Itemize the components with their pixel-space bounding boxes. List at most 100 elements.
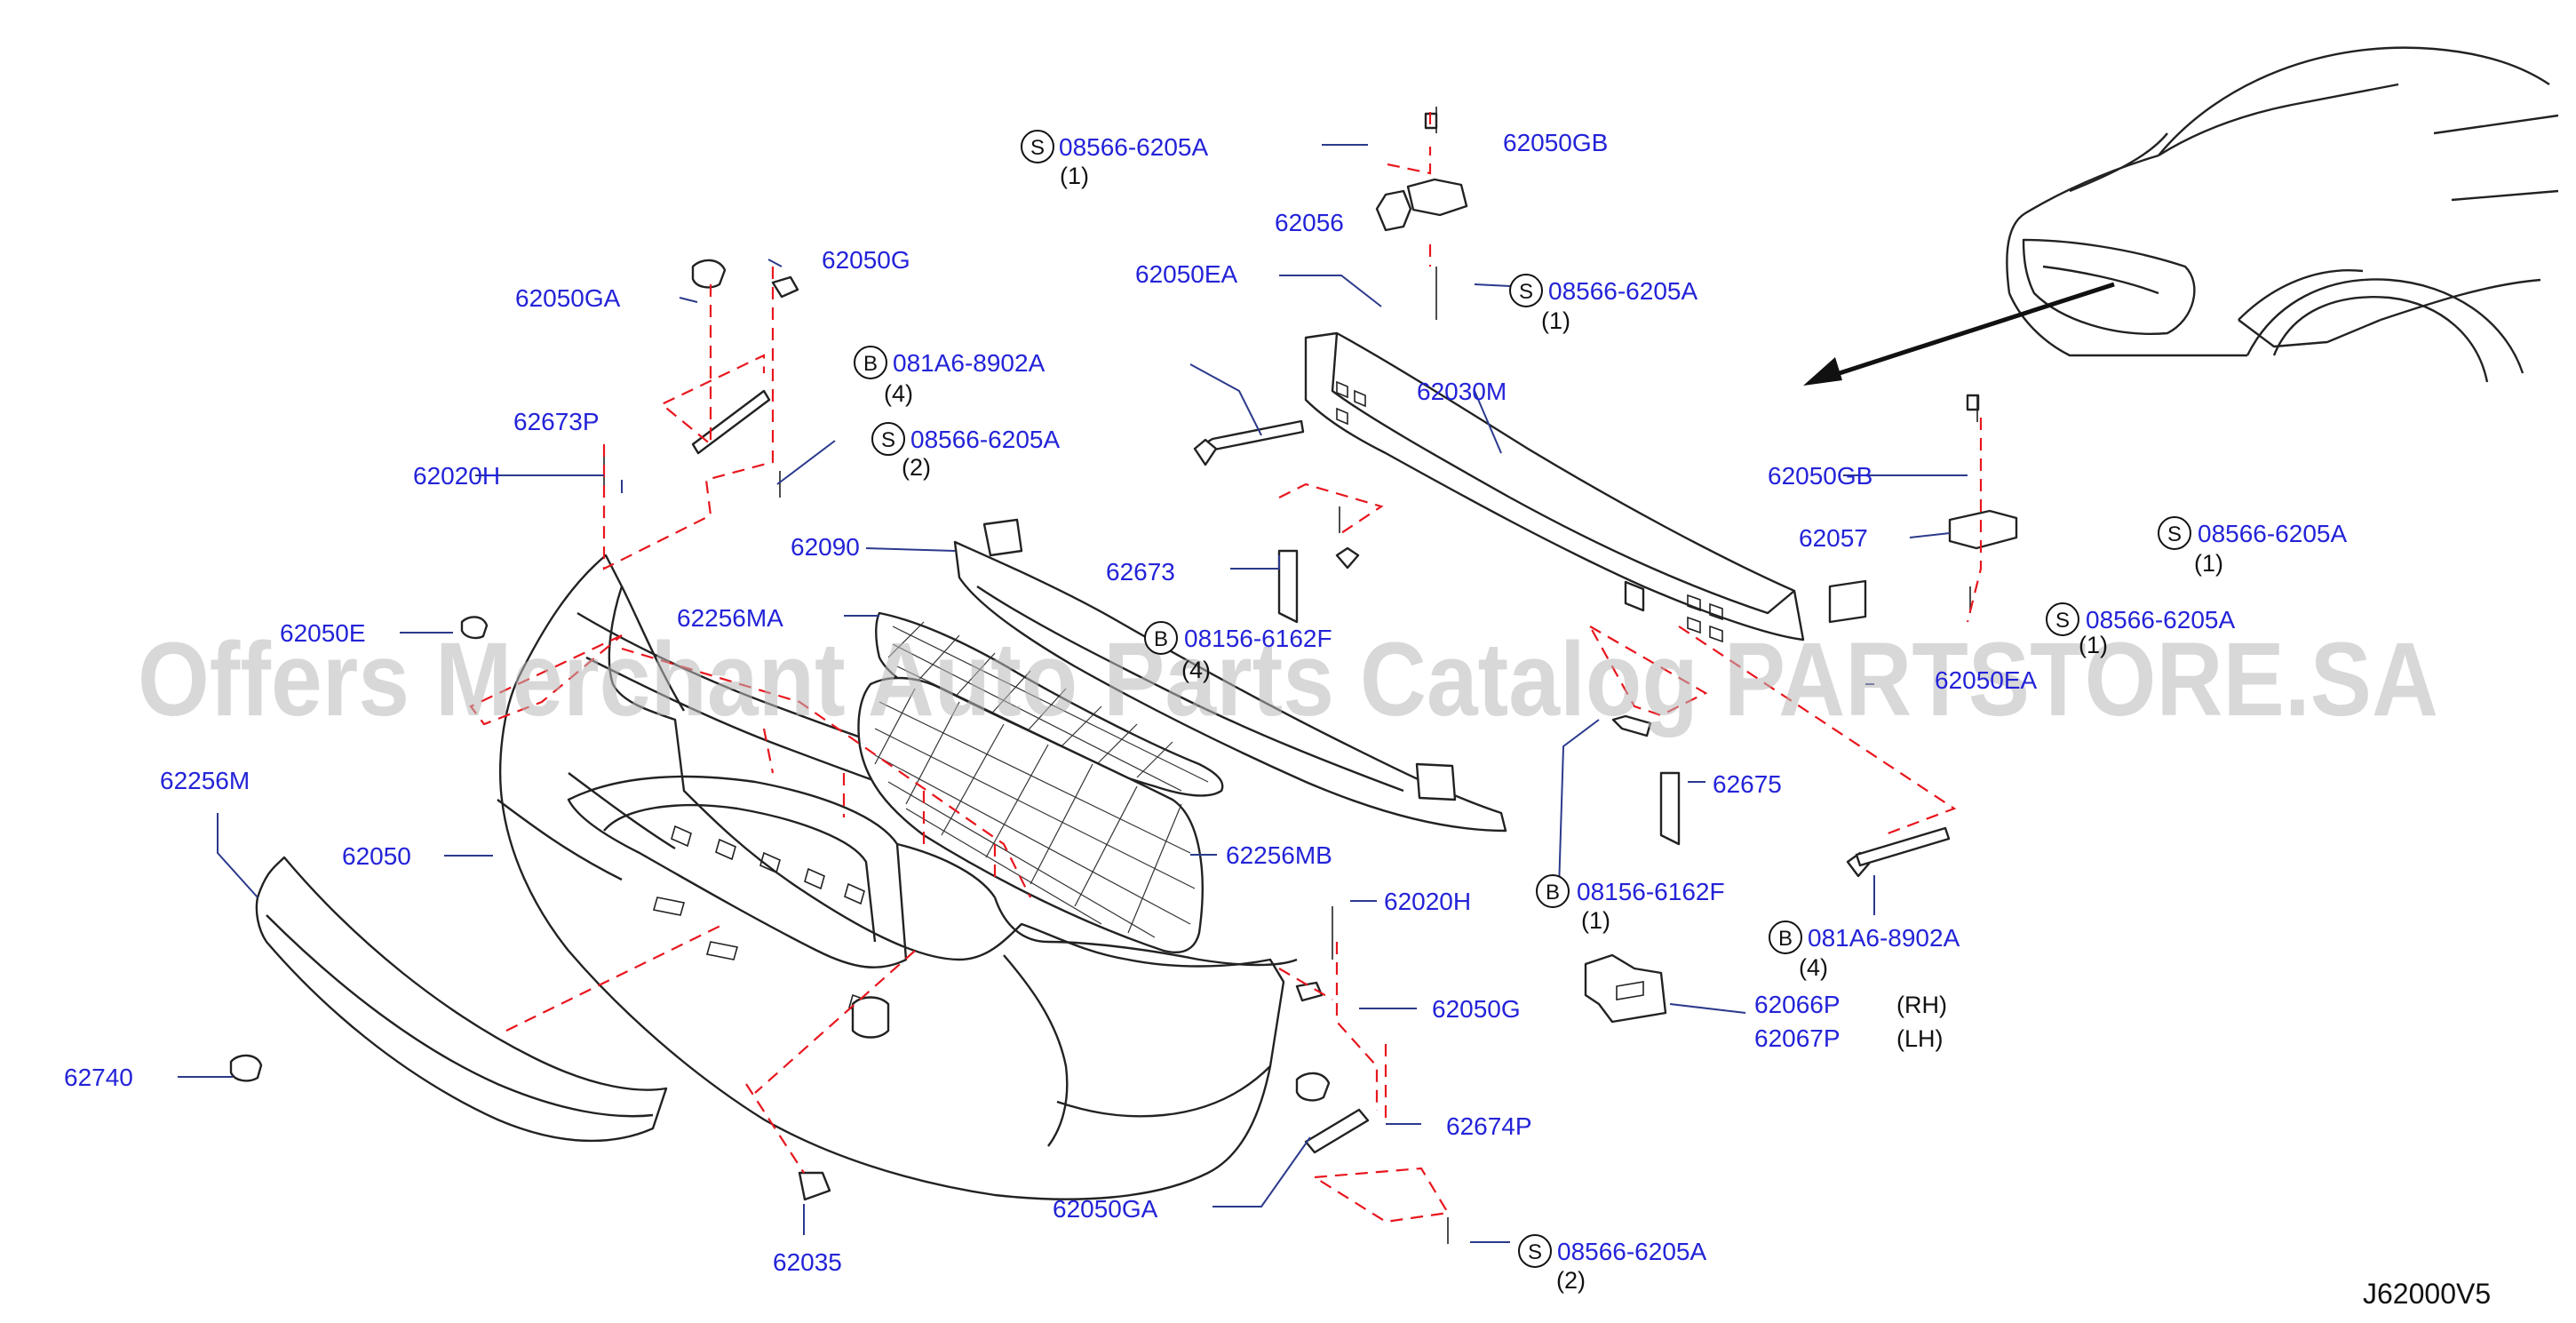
quantity: (1) xyxy=(1060,163,1089,189)
callout-p7[interactable]: 62673P xyxy=(513,408,600,435)
callout-p19[interactable]: 62256MB xyxy=(1226,841,1332,869)
part-number: 62050GA xyxy=(515,284,621,312)
symbol-label: S xyxy=(1528,1240,1542,1264)
part-number: 62067P xyxy=(1754,1024,1841,1052)
part-number: 08566-6205A xyxy=(1548,277,1697,305)
callout-p16[interactable]: 62675 xyxy=(1713,770,1782,798)
callout-p20[interactable]: 62020H xyxy=(1384,888,1471,915)
callout-s4[interactable]: S 08566-6205A (1) xyxy=(2158,516,2347,577)
part-number: 62050 xyxy=(342,842,411,870)
part-number: 62035 xyxy=(773,1248,842,1276)
part-number: 62050G xyxy=(1432,995,1521,1023)
callout-p8[interactable]: 62020H xyxy=(413,462,500,490)
bumper-reinforcement-shape xyxy=(1304,331,1805,643)
part-number: 62673P xyxy=(513,408,600,435)
bolt-symbol xyxy=(1144,621,1178,655)
callout-p22[interactable]: 62067P (LH) xyxy=(1754,1024,1944,1052)
side-bracket-shape xyxy=(1584,953,1667,1024)
callout-p11[interactable]: 62050E xyxy=(280,619,366,647)
callout-p24[interactable]: 62740 xyxy=(64,1064,133,1091)
part-number: 62050GB xyxy=(1503,129,1608,156)
part-number: 62057 xyxy=(1799,524,1868,552)
quantity: (1) xyxy=(1581,907,1610,934)
lower-lip-spoiler-shape xyxy=(255,856,668,1143)
callout-p15[interactable]: 62050EA xyxy=(1935,666,2038,694)
symbol-label: S xyxy=(1030,136,1045,160)
callout-b4[interactable]: B 081A6-8902A (4) xyxy=(1769,921,1960,981)
part-number: 62050G xyxy=(822,246,910,274)
part-number: 62050EA xyxy=(1135,260,1238,288)
callout-p6[interactable]: 62030M xyxy=(1417,378,1507,405)
part-number: 08156-6162F xyxy=(1577,878,1725,905)
standard-part-symbol xyxy=(2046,602,2079,636)
part-number: 08566-6205A xyxy=(910,426,1060,453)
part-number: 08566-6205A xyxy=(2198,520,2347,547)
quantity: (1) xyxy=(2194,550,2223,577)
callout-p1[interactable]: 62050GB xyxy=(1503,129,1608,156)
callout-s6[interactable]: S 08566-6205A (2) xyxy=(1518,1234,1706,1294)
part-number: 62020H xyxy=(1384,888,1471,915)
callout-p3[interactable]: 62050EA xyxy=(1135,260,1238,288)
callout-p26[interactable]: 62050GA xyxy=(1053,1195,1158,1223)
lower-grille-shape xyxy=(857,676,1204,953)
part-number: 62030M xyxy=(1417,378,1507,405)
callout-p21[interactable]: 62066P (RH) xyxy=(1754,991,1947,1018)
part-number: 62056 xyxy=(1275,209,1344,236)
callout-p25[interactable]: 62674P xyxy=(1446,1112,1532,1140)
quantity: (1) xyxy=(1541,307,1570,334)
callout-p23[interactable]: 62050G xyxy=(1432,995,1521,1023)
callout-p10[interactable]: 62673 xyxy=(1106,558,1175,586)
vehicle-location-illustration xyxy=(2006,46,2559,383)
standard-part-symbol xyxy=(1509,274,1543,307)
bumper-cover-shape xyxy=(497,554,1298,1200)
quantity: (4) xyxy=(1181,657,1211,683)
quantity: (2) xyxy=(902,454,931,481)
symbol-label: B xyxy=(1546,881,1560,905)
bolt-symbol xyxy=(1536,874,1570,908)
callout-p17[interactable]: 62256M xyxy=(160,767,250,794)
part-number: 62050E xyxy=(280,619,366,647)
part-number: 62740 xyxy=(64,1064,133,1091)
callout-b2[interactable]: B 08156-6162F (4) xyxy=(1144,621,1332,683)
callout-b3[interactable]: B 08156-6162F (1) xyxy=(1536,874,1725,934)
callout-s3[interactable]: S 08566-6205A (2) xyxy=(871,422,1060,481)
side-designation: (LH) xyxy=(1896,1025,1944,1052)
bolt-symbol xyxy=(1769,921,1802,954)
part-number: 62256MB xyxy=(1226,841,1332,869)
callout-p12[interactable]: 62256MA xyxy=(677,604,783,632)
part-number: 62050GA xyxy=(1053,1195,1158,1223)
energy-absorber-shape xyxy=(953,518,1507,833)
callout-p27[interactable]: 62035 xyxy=(773,1248,842,1276)
callout-p18[interactable]: 62050 xyxy=(342,842,411,870)
callout-s2[interactable]: S 08566-6205A (1) xyxy=(1509,274,1697,334)
part-number: 62674P xyxy=(1446,1112,1532,1140)
part-number: 62256M xyxy=(160,767,250,794)
quantity: (1) xyxy=(2079,632,2108,658)
part-number: 62050GB xyxy=(1768,462,1872,490)
callout-p13[interactable]: 62050GB xyxy=(1768,462,1872,490)
part-number: 081A6-8902A xyxy=(1808,924,1960,952)
assembly-lines xyxy=(469,107,1983,1223)
callout-p9[interactable]: 62090 xyxy=(791,533,860,561)
symbol-label: S xyxy=(2167,522,2182,546)
bolt-symbol xyxy=(854,346,887,379)
callout-p4[interactable]: 62050G xyxy=(822,246,910,274)
watermark-text: Offers Merchant Auto Parts Catalog PARTS… xyxy=(138,621,2438,738)
callout-s1[interactable]: S 08566-6205A (1) xyxy=(1021,130,1208,189)
standard-part-symbol xyxy=(871,422,905,456)
callout-b1[interactable]: B 081A6-8902A (4) xyxy=(854,346,1046,407)
part-number: 08566-6205A xyxy=(1059,133,1208,161)
part-number: 081A6-8902A xyxy=(893,349,1046,377)
quantity: (2) xyxy=(1556,1267,1586,1294)
part-number: 62673 xyxy=(1106,558,1175,586)
callout-p5[interactable]: 62050GA xyxy=(515,284,621,312)
part-number: 62020H xyxy=(413,462,500,490)
standard-part-symbol xyxy=(1021,130,1054,163)
callout-p14[interactable]: 62057 xyxy=(1799,524,1868,552)
direction-arrow xyxy=(1803,282,2115,386)
symbol-label: B xyxy=(1154,627,1168,651)
callout-p2[interactable]: 62056 xyxy=(1275,209,1344,236)
callout-s5[interactable]: S 08566-6205A (1) xyxy=(2046,602,2235,658)
